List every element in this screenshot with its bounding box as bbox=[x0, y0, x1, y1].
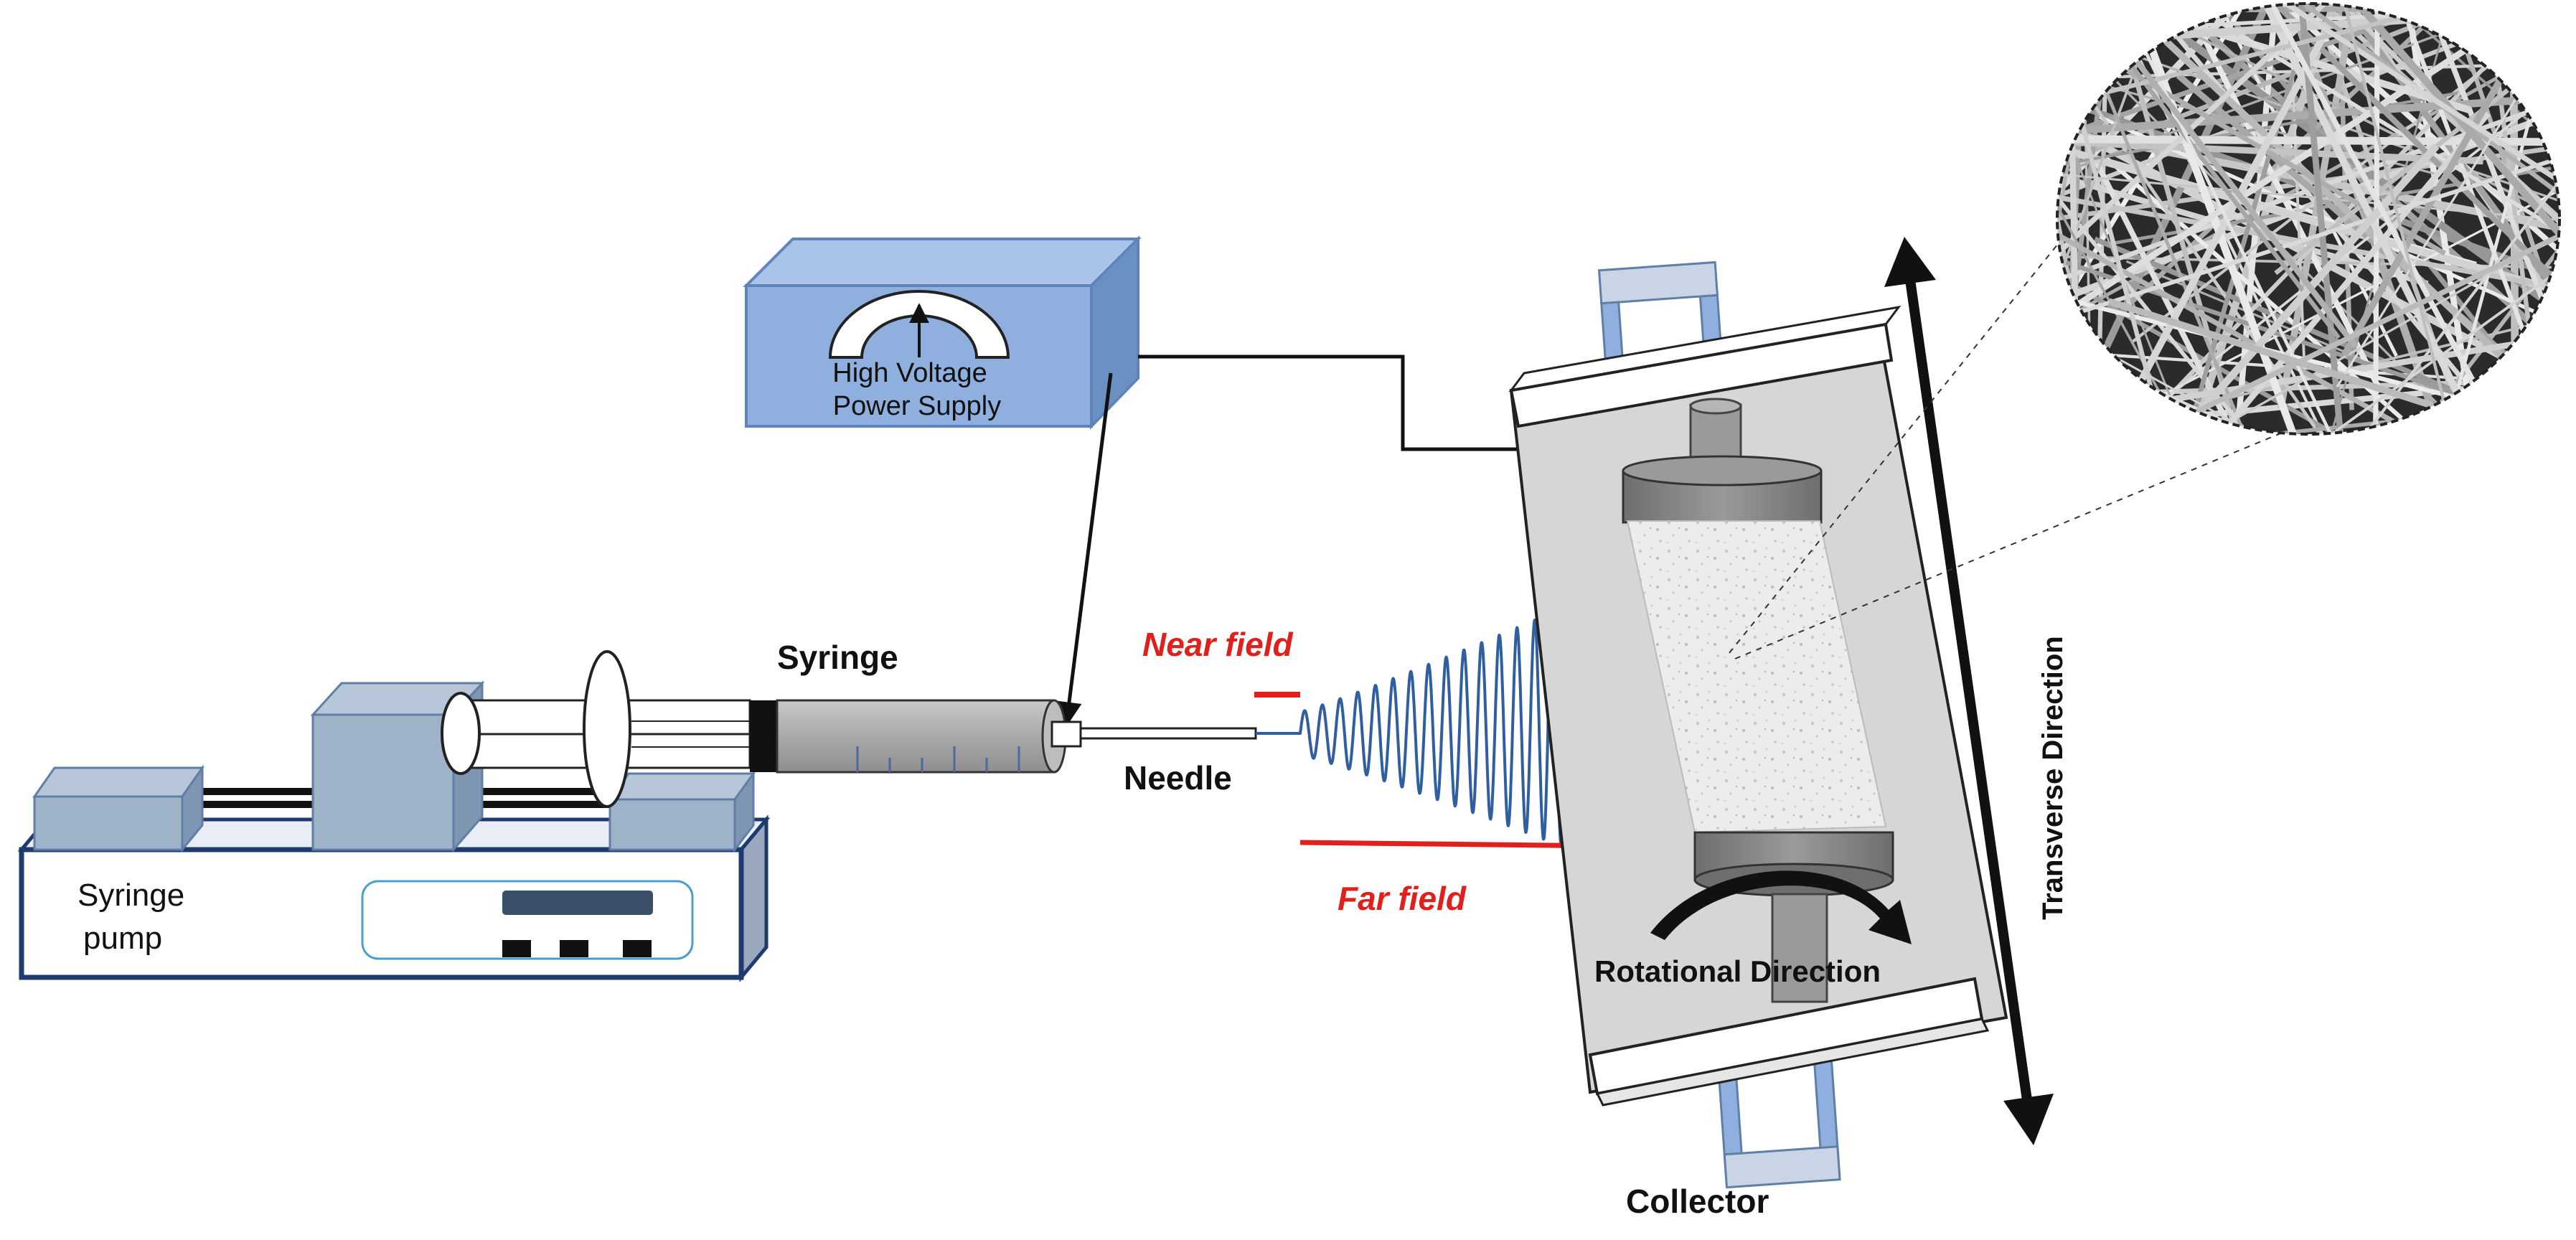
rotational-direction-label: Rotational Direction bbox=[1594, 954, 1881, 988]
plunger-thumb-press bbox=[441, 692, 481, 775]
syringe-barrel bbox=[776, 699, 1056, 774]
nanofiber-strand bbox=[2057, 4, 2446, 256]
nanofiber-strand bbox=[2057, 4, 2210, 434]
nanofiber-strand bbox=[2117, 4, 2559, 274]
fiber-mat bbox=[1626, 520, 1887, 834]
needle-label: Needle bbox=[1124, 759, 1232, 797]
nanofiber-strand bbox=[2057, 4, 2359, 349]
collector-label: Collector bbox=[1626, 1183, 1769, 1220]
nanofiber-strand bbox=[2293, 4, 2364, 434]
nanofiber-strand bbox=[2150, 144, 2559, 434]
nanofiber-strand bbox=[2057, 189, 2442, 434]
power-supply-label-line1: High Voltage bbox=[832, 358, 987, 388]
nanofiber-strand bbox=[2130, 4, 2559, 344]
drum-collector bbox=[1508, 260, 2008, 1189]
nanofiber-strand bbox=[2117, 88, 2559, 420]
syringe bbox=[441, 650, 1257, 808]
pump-button-2 bbox=[560, 940, 588, 957]
pump-button-1 bbox=[502, 940, 531, 957]
nanofiber-strand bbox=[2057, 196, 2559, 434]
nanofiber-strand bbox=[2227, 42, 2559, 434]
power-supply-label-line2: Power Supply bbox=[833, 391, 1001, 421]
syringe-flange bbox=[583, 650, 631, 808]
pump-button-3 bbox=[623, 940, 652, 957]
syringe-pump: Syringe pump bbox=[17, 680, 771, 982]
nanofiber-strand bbox=[2057, 125, 2483, 165]
nanofiber-strand bbox=[2057, 32, 2328, 434]
nanofiber-strand bbox=[2057, 4, 2238, 434]
nanofiber-strand bbox=[2057, 4, 2428, 401]
near-field-label: Near field bbox=[1142, 626, 1294, 663]
syringe-pump-label-line2: pump bbox=[83, 921, 162, 956]
gauge-dial-icon bbox=[828, 290, 1010, 359]
nanofiber-strand bbox=[2082, 4, 2559, 270]
collector-bottom-bracket bbox=[1716, 1049, 1841, 1189]
nanofiber-strand bbox=[2178, 4, 2559, 328]
high-voltage-power-supply: High Voltage Power Supply bbox=[743, 235, 1142, 430]
nanofiber-strand bbox=[2057, 154, 2542, 288]
pump-display bbox=[502, 891, 653, 915]
nanofiber-strand bbox=[2228, 4, 2552, 434]
nanofiber-strand bbox=[2057, 133, 2559, 146]
double-arrow-icon bbox=[1884, 237, 2054, 1145]
nanofiber-strand bbox=[2283, 4, 2460, 434]
nanofiber-strand bbox=[2057, 4, 2492, 174]
far-field-label: Far field bbox=[1338, 880, 1467, 917]
nanofiber-strand bbox=[2069, 113, 2397, 434]
syringe-pump-label-line1: Syringe bbox=[77, 878, 184, 913]
nanofiber-strand bbox=[2179, 4, 2522, 434]
syringe-label: Syringe bbox=[777, 639, 898, 676]
wire-to-needle bbox=[1056, 372, 1113, 728]
nanofiber-strand bbox=[2057, 4, 2243, 434]
nanofiber-strand bbox=[2162, 4, 2559, 378]
needle bbox=[1079, 727, 1257, 740]
zoom-line-upper bbox=[1729, 229, 2070, 654]
curved-arrow-icon bbox=[1650, 870, 1912, 944]
transverse-direction-label: Transverse Direction bbox=[2037, 636, 2069, 920]
nanofiber-strand bbox=[2057, 85, 2422, 434]
